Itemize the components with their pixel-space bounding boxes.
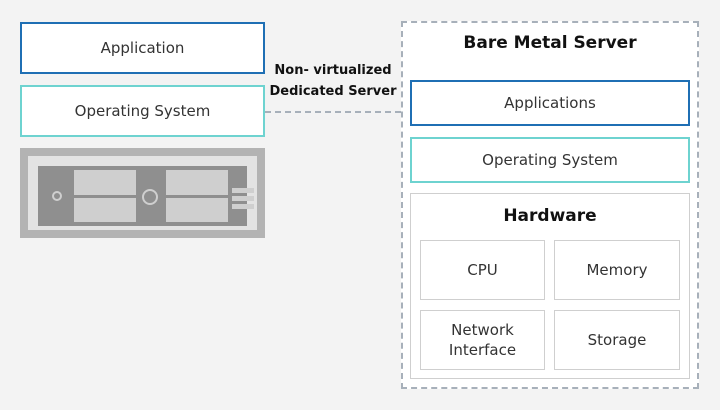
storage-box: Storage (554, 310, 680, 370)
drive-bay-icon (74, 170, 136, 195)
vent-icon (232, 204, 254, 209)
bare-metal-applications-label: Applications (504, 94, 596, 112)
server-chassis (28, 156, 257, 230)
operating-system-layer-box: Operating System (20, 85, 265, 137)
dashed-connector-line (265, 111, 401, 113)
network-interface-label: Network Interface (448, 321, 517, 359)
vent-icon (232, 196, 254, 201)
operating-system-layer-label: Operating System (74, 102, 211, 120)
connector-label: Non- virtualized Dedicated Server (269, 63, 397, 99)
network-interface-box: Network Interface (420, 310, 545, 370)
memory-box: Memory (554, 240, 680, 300)
cpu-label: CPU (467, 261, 498, 279)
memory-label: Memory (586, 261, 648, 279)
application-layer-label: Application (100, 39, 185, 57)
bare-metal-applications-box: Applications (410, 80, 690, 126)
fan-icon (142, 189, 158, 205)
drive-bay-icon (166, 198, 228, 222)
drive-bay-icon (74, 198, 136, 222)
server-hardware-icon (20, 148, 265, 238)
bare-metal-server-title: Bare Metal Server (463, 33, 637, 53)
bare-metal-operating-system-label: Operating System (482, 151, 618, 169)
vent-icon (232, 188, 254, 193)
server-front-panel (38, 166, 254, 226)
hardware-title: Hardware (503, 206, 597, 226)
application-layer-box: Application (20, 22, 265, 74)
bare-metal-operating-system-box: Operating System (410, 137, 690, 183)
cpu-box: CPU (420, 240, 545, 300)
power-button-icon (52, 191, 62, 201)
storage-label: Storage (587, 331, 647, 349)
drive-bay-icon (166, 170, 228, 195)
